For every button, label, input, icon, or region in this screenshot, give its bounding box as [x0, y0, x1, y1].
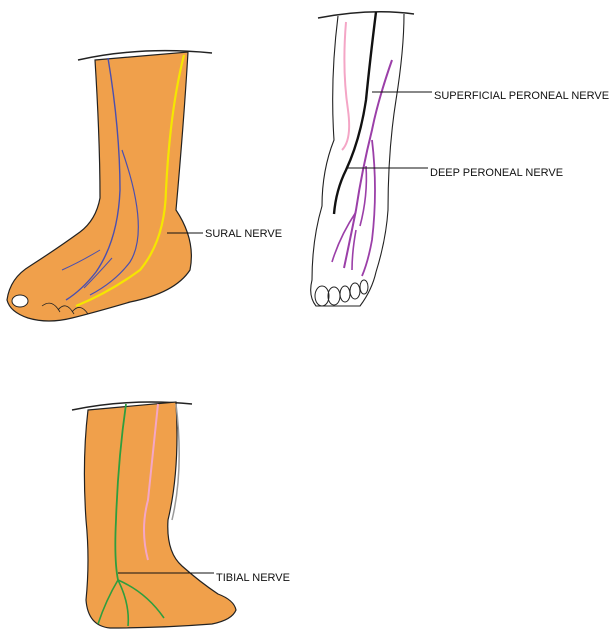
- foot-lateral-skin: [7, 52, 191, 321]
- deep-peroneal-label: DEEP PERONEAL NERVE: [430, 167, 563, 179]
- big-toe-nail: [12, 295, 28, 307]
- foot-medial-skin: [84, 402, 236, 628]
- superficial-peroneal-label: SUPERFICIAL PERONEAL NERVE: [434, 90, 609, 102]
- foot-lateral-figure: SURAL NERVE: [7, 51, 282, 321]
- foot-anterior-figure: SUPERFICIAL PERONEAL NERVE DEEP PERONEAL…: [311, 12, 609, 306]
- foot-medial-figure: TIBIAL NERVE: [72, 402, 290, 628]
- tibial-nerve-label: TIBIAL NERVE: [216, 572, 290, 584]
- sural-nerve-label: SURAL NERVE: [205, 228, 282, 240]
- foot-anterior-outline: [311, 14, 404, 306]
